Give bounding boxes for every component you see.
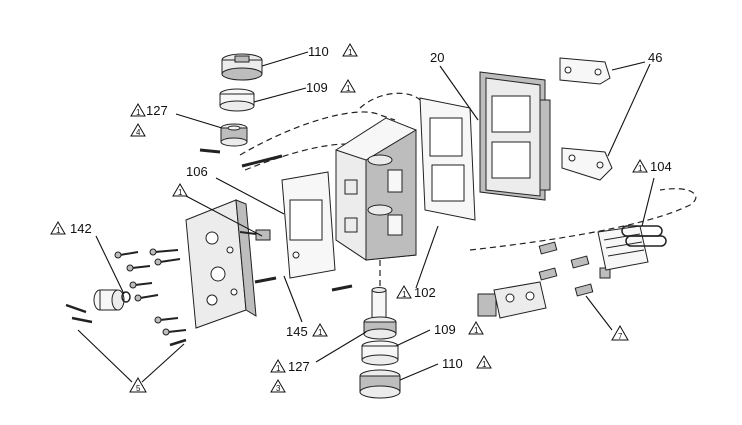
warning-triangle-icon xyxy=(130,103,146,117)
main-manifold-block xyxy=(335,117,417,261)
warning-number: 1 xyxy=(474,326,479,335)
pin-lower xyxy=(254,276,277,284)
warning-triangle-icon xyxy=(172,183,188,197)
gasket-106 xyxy=(281,171,336,279)
leader-lines xyxy=(77,51,655,383)
reference-number: 5 xyxy=(136,384,141,393)
callout-number: 110 xyxy=(442,356,463,371)
bolts-lower-left xyxy=(65,303,187,347)
warning-number: 1 xyxy=(136,108,141,117)
callout-106: 106 1 xyxy=(172,164,208,197)
o-ring-142 xyxy=(121,291,131,303)
bracket-46-lower xyxy=(561,147,613,181)
gasket-102 xyxy=(419,97,476,221)
callout-number: 127 xyxy=(288,359,310,374)
callout-number: 142 xyxy=(70,221,92,236)
cylinder-plug xyxy=(93,289,125,311)
warning-number: 1 xyxy=(178,188,183,197)
callout-number: 109 xyxy=(306,80,328,95)
rod-middle xyxy=(241,154,283,168)
warning-triangle-icon xyxy=(312,323,328,337)
callout-127-upper: 1 127 4 xyxy=(130,103,168,137)
assembly-dashed-line-right xyxy=(469,188,697,251)
callout-number: 110 xyxy=(308,44,329,59)
ring-109-upper xyxy=(219,88,255,112)
warning-triangle-icon xyxy=(632,159,648,173)
warning-triangle-icon xyxy=(396,285,412,299)
screws-left-group xyxy=(119,249,187,333)
callout-142: 1 142 xyxy=(50,221,92,236)
screws-heads xyxy=(114,248,170,336)
callout-127-lower: 1 127 3 xyxy=(270,359,310,393)
pin-upper-left xyxy=(199,148,221,154)
seal-cap-110-lower xyxy=(359,369,401,399)
reference-number: 4 xyxy=(136,128,141,137)
callout-46: 46 xyxy=(648,50,662,65)
callout-number: 106 xyxy=(186,164,208,179)
seal-127-upper xyxy=(220,123,248,147)
callout-number: 127 xyxy=(146,103,168,118)
callout-number: 46 xyxy=(648,50,662,65)
reference-triangle-icon xyxy=(611,324,629,341)
callout-number: 109 xyxy=(434,322,456,337)
callout-5: 5 xyxy=(129,376,147,393)
cover-plate-20 xyxy=(479,71,551,201)
reference-number: 3 xyxy=(276,384,281,393)
callout-number: 145 xyxy=(286,324,308,339)
assembly-dashed-line-topright xyxy=(359,92,421,109)
callout-109-upper: 109 1 xyxy=(306,79,356,95)
reference-number: 7 xyxy=(618,332,623,341)
reference-triangle-icon xyxy=(129,376,147,393)
fittings-right xyxy=(538,241,611,297)
warning-triangle-icon xyxy=(468,321,484,335)
reference-triangle-icon xyxy=(130,123,146,137)
ring-109-lower xyxy=(361,340,399,366)
warning-number: 1 xyxy=(318,328,323,337)
callout-104: 1 104 xyxy=(632,159,672,174)
valve-plate-104 xyxy=(597,225,649,271)
callout-7: 7 xyxy=(611,324,629,341)
callout-number: 104 xyxy=(650,159,672,174)
callout-102: 1 102 xyxy=(396,285,436,300)
piston-rod-lower xyxy=(371,287,387,321)
callout-109-lower: 109 1 xyxy=(434,321,484,337)
bracket-46-upper xyxy=(559,57,611,85)
assembly-dashed-line-upper xyxy=(239,111,396,156)
callout-20: 20 xyxy=(430,50,444,65)
callout-145: 145 1 xyxy=(286,323,328,339)
warning-number: 1 xyxy=(638,164,643,173)
fitting-small xyxy=(239,229,271,241)
seal-cap-110-upper xyxy=(221,53,263,81)
check-valve-assembly xyxy=(477,281,547,319)
warning-triangle-icon xyxy=(476,355,492,369)
callout-110-lower: 110 1 xyxy=(442,355,492,371)
warning-number: 1 xyxy=(348,48,353,57)
warning-triangle-icon xyxy=(342,43,358,57)
callout-number: 20 xyxy=(430,50,444,65)
callout-number: 102 xyxy=(414,285,436,300)
warning-triangle-icon xyxy=(50,221,66,235)
warning-number: 1 xyxy=(346,84,351,93)
pin-bottom xyxy=(331,284,353,292)
warning-triangle-icon xyxy=(270,359,286,373)
warning-number: 1 xyxy=(482,360,487,369)
warning-number: 1 xyxy=(56,226,61,235)
left-housing-plate xyxy=(185,199,257,329)
warning-number: 1 xyxy=(402,290,407,299)
callout-110-upper: 110 1 xyxy=(308,43,358,59)
seal-127-lower xyxy=(363,316,397,340)
warning-number: 1 xyxy=(276,364,281,373)
warning-triangle-icon xyxy=(340,79,356,93)
reference-triangle-icon xyxy=(270,379,286,393)
